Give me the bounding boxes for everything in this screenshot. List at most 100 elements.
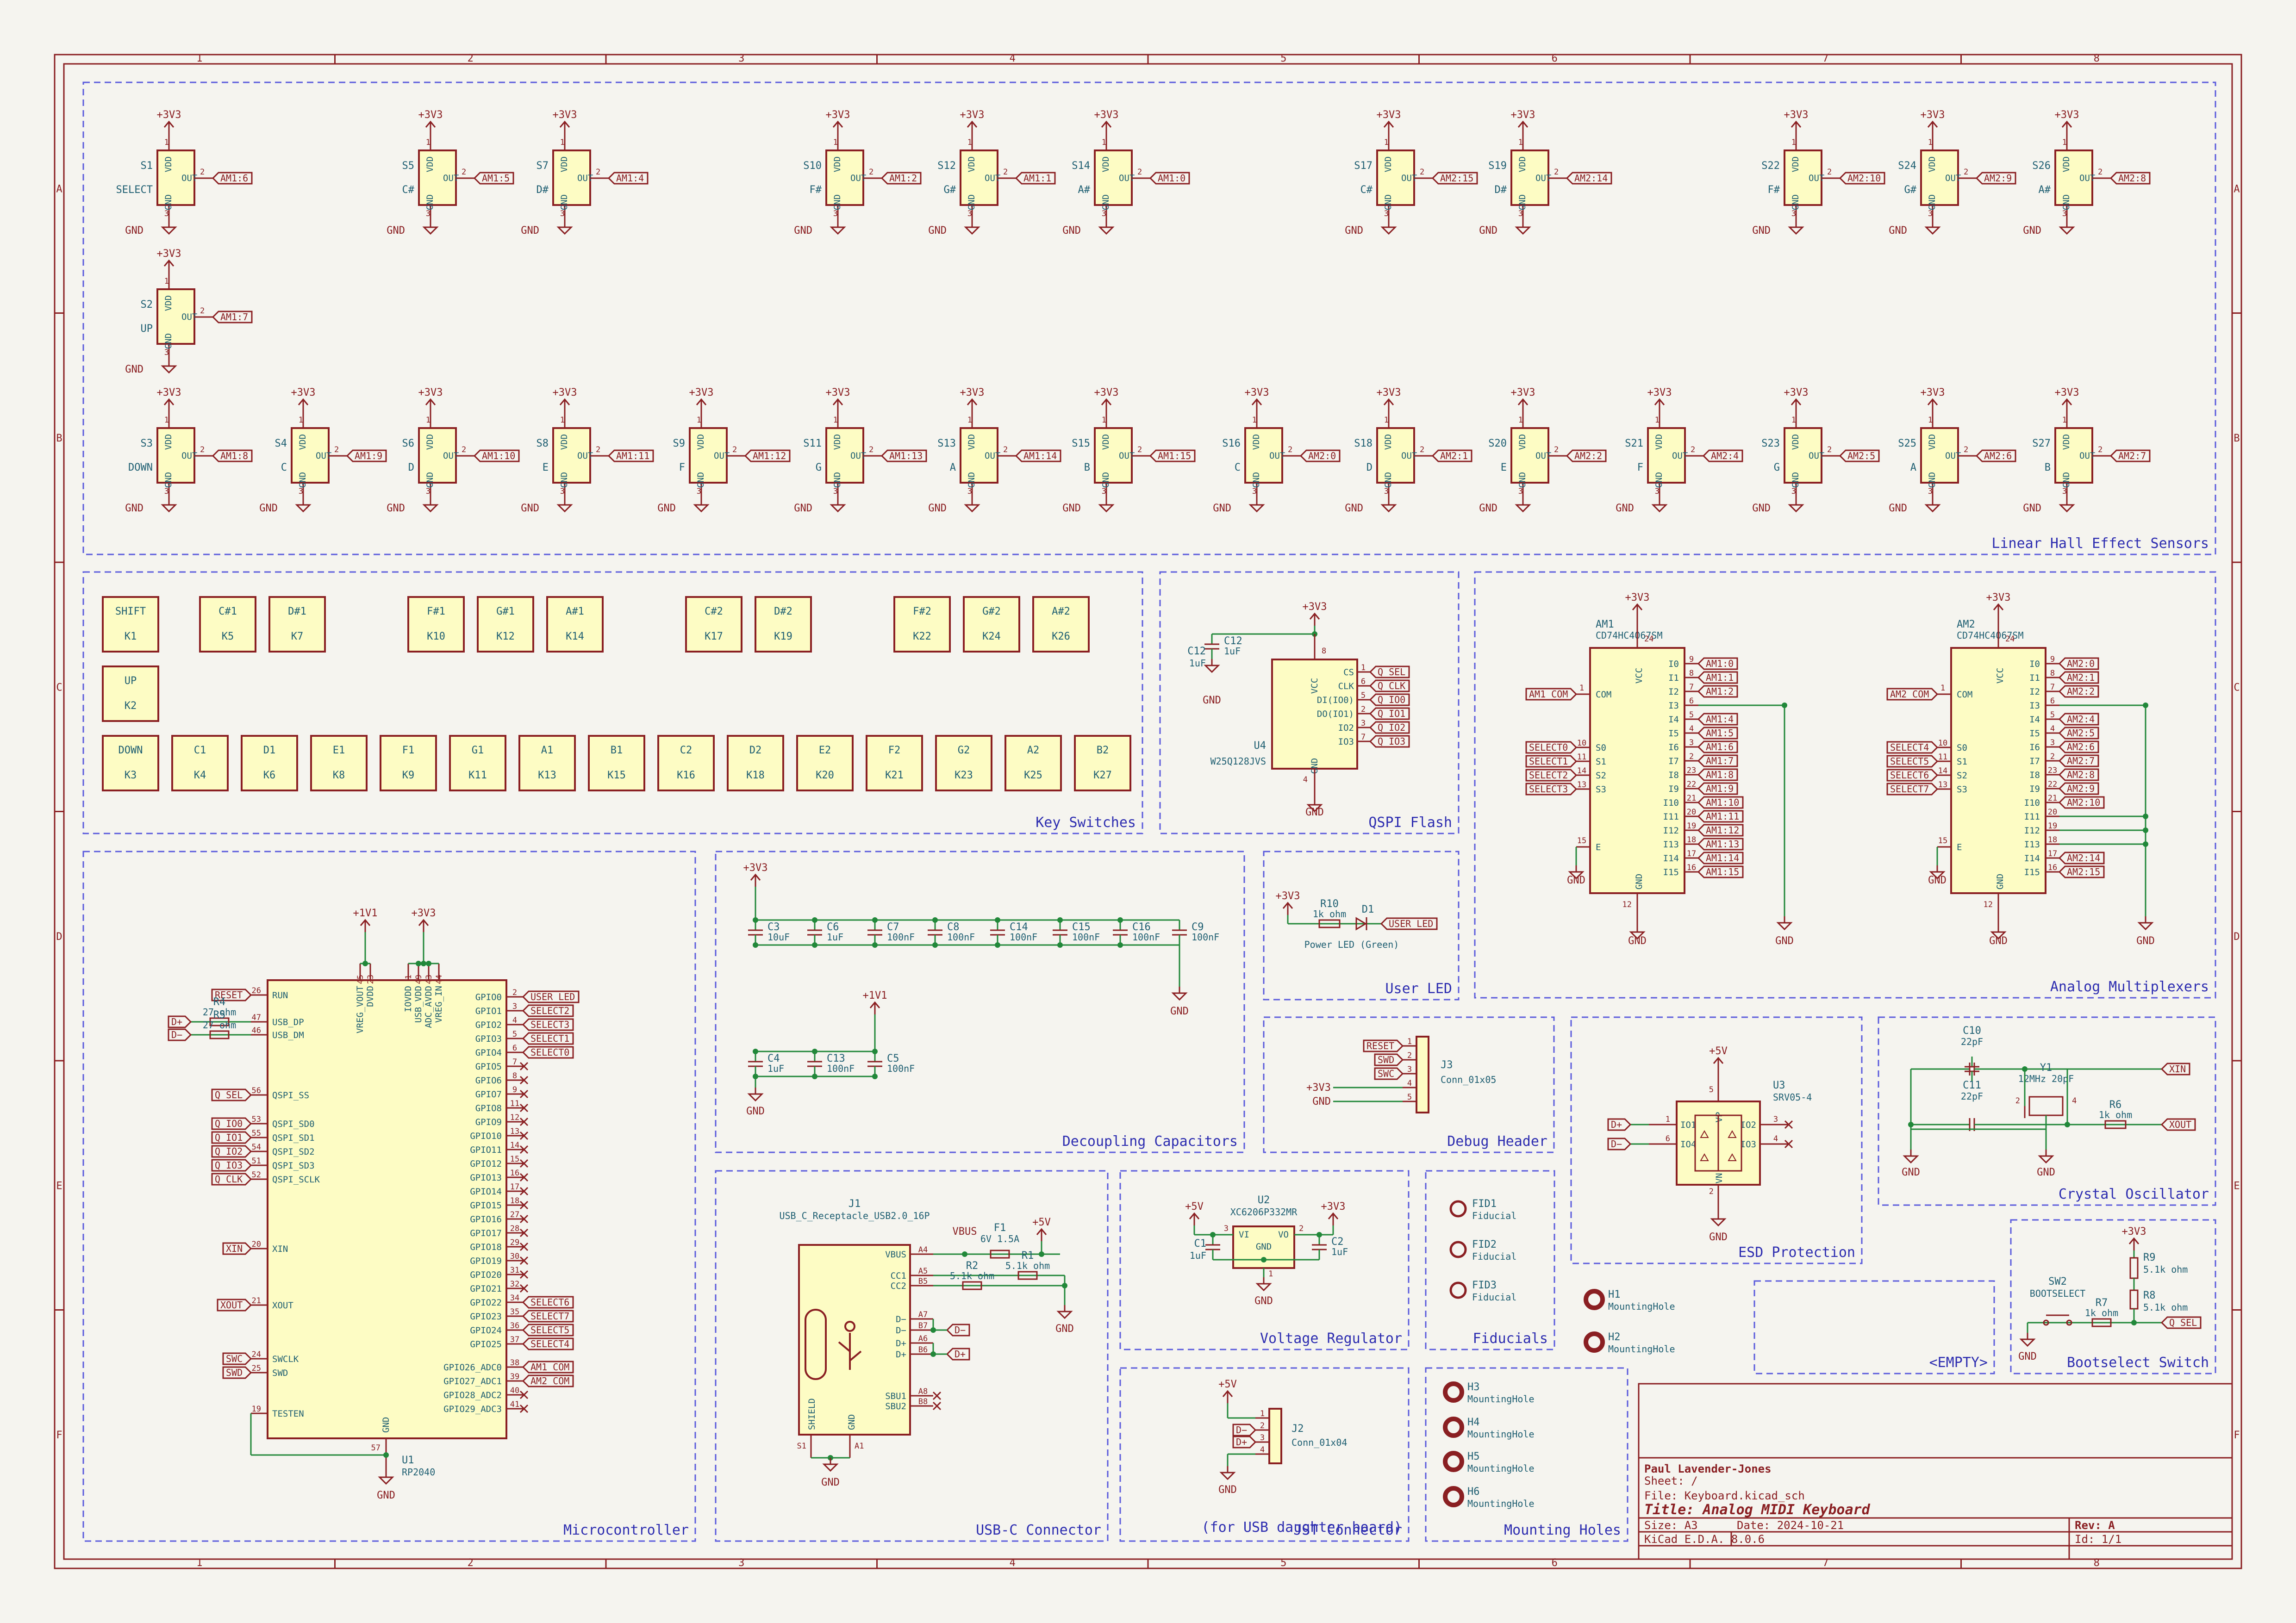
pin-number: 7	[1361, 733, 1366, 742]
pin-name: I3	[2029, 701, 2040, 711]
pin-number: 2	[462, 445, 466, 454]
pin-name: COM	[1596, 690, 1611, 700]
resistor-body	[209, 1030, 230, 1039]
pin-name: GND	[1101, 194, 1111, 210]
pin-number: 6	[512, 1044, 517, 1053]
net-label: SWC	[1378, 1068, 1394, 1079]
usb-value: USB_C_Receptacle_USB2.0_16P	[779, 1210, 930, 1221]
key-name: F2	[888, 745, 901, 756]
pin-name: VCC	[1634, 668, 1644, 684]
cap-value: 1uF	[767, 1063, 784, 1074]
pin-name: VBUS	[885, 1250, 906, 1260]
junction-dot	[1261, 1257, 1267, 1262]
pin-name: VDD	[1101, 156, 1111, 172]
pin-name: GND	[1517, 194, 1528, 210]
key-ref: K23	[955, 770, 973, 781]
pin-number: 5	[1689, 710, 1694, 720]
resistor-value: 1k ohm	[2085, 1307, 2118, 1318]
power-label: +3V3	[1094, 387, 1119, 398]
section-box	[1159, 571, 1460, 834]
key-name: A2	[1027, 745, 1040, 756]
power-label: +3V3	[826, 387, 850, 398]
sensor-body	[291, 427, 330, 484]
net-label-shape	[473, 172, 514, 185]
net-label: Q_SEL	[2169, 1317, 2197, 1328]
pin-name: GPIO28_ADC2	[443, 1390, 502, 1400]
net-label: Q_CLK	[215, 1174, 243, 1185]
net-label-shape	[1697, 824, 1744, 837]
pin-number: 9	[1689, 655, 1694, 664]
pin-number: 7	[1689, 683, 1694, 692]
junction-dot	[995, 917, 1000, 923]
flash-value: W25Q128JVS	[1210, 756, 1266, 767]
pin-number: 3	[1407, 1065, 1412, 1074]
sensor-body	[1094, 149, 1133, 206]
net-label-shape	[1149, 449, 1196, 462]
sensor-ref: S24	[1898, 160, 1916, 172]
cap-ref: C1	[1194, 1238, 1207, 1250]
section-box	[1263, 851, 1460, 1001]
hole-value: MountingHole	[1467, 1393, 1535, 1405]
key-ref: K9	[402, 770, 415, 781]
section-title: User LED	[1385, 981, 1453, 997]
no-connect	[519, 1390, 529, 1399]
sensor-body	[1376, 427, 1415, 484]
net-label-shape	[2058, 727, 2099, 740]
pin-name: I10	[2024, 798, 2040, 808]
key-body	[866, 735, 923, 791]
ground-symbol	[161, 226, 177, 235]
pin-number: 2	[1964, 445, 1968, 454]
pin-name: VDD	[425, 156, 435, 172]
key-body	[1074, 735, 1131, 791]
net-label: XOUT	[220, 1300, 243, 1311]
net-label-shape	[473, 449, 520, 462]
net-label-shape	[2160, 1063, 2190, 1076]
cap-value: 22pF	[1961, 1036, 1983, 1047]
switch-ref: SW2	[2048, 1276, 2067, 1287]
net-label: AM1:9	[355, 450, 382, 461]
net-label: AM1:10	[482, 450, 515, 461]
ground-label: GND	[125, 364, 144, 375]
key-ref: K11	[468, 770, 487, 781]
switch-value: BOOTSELECT	[2030, 1288, 2085, 1299]
vreg-value: XC6206P332MR	[1230, 1206, 1298, 1218]
pin-name: GPIO0	[475, 992, 502, 1002]
net-label-shape	[2160, 1118, 2196, 1131]
crystal-ref: Y1	[2040, 1062, 2053, 1074]
pin-number: 1	[1940, 684, 1945, 693]
ruler-col: 8	[2094, 53, 2100, 64]
pin-number: 20	[2048, 808, 2057, 817]
pin-name: I1	[2029, 673, 2040, 683]
tb-id: Id: 1/1	[2075, 1533, 2121, 1546]
pin-name: VDD	[832, 434, 842, 450]
resistor-body	[1318, 919, 1341, 928]
ground-symbol	[1929, 871, 1946, 880]
power-label: +5V	[1032, 1217, 1051, 1228]
esd-value: SRV05-4	[1773, 1092, 1812, 1103]
pin-number: 4	[1689, 724, 1694, 734]
net-label: RESET	[215, 989, 243, 1001]
ground-symbol	[1776, 922, 1793, 931]
sensor-ref: S25	[1898, 438, 1916, 449]
pin-number: 4	[2072, 1096, 2077, 1106]
pin-number: 1	[426, 138, 430, 147]
pin-number: A5	[918, 1267, 928, 1276]
pin-name: GPIO1	[475, 1006, 502, 1016]
net-label-shape	[946, 1348, 970, 1361]
ruler-col: 1	[196, 53, 202, 64]
pin-number: 23	[1687, 766, 1696, 775]
net-label: Q_CLK	[1378, 680, 1405, 691]
sensor-ref: S15	[1072, 438, 1090, 449]
ground-symbol	[378, 1476, 394, 1485]
net-label-shape	[222, 1242, 252, 1255]
resistor-ref: R7	[2096, 1297, 2108, 1309]
pin-name: I8	[1668, 770, 1679, 780]
net-label: XIN	[226, 1243, 243, 1254]
pin-name: I9	[1668, 784, 1679, 794]
pin-number: 4	[1260, 1445, 1265, 1455]
